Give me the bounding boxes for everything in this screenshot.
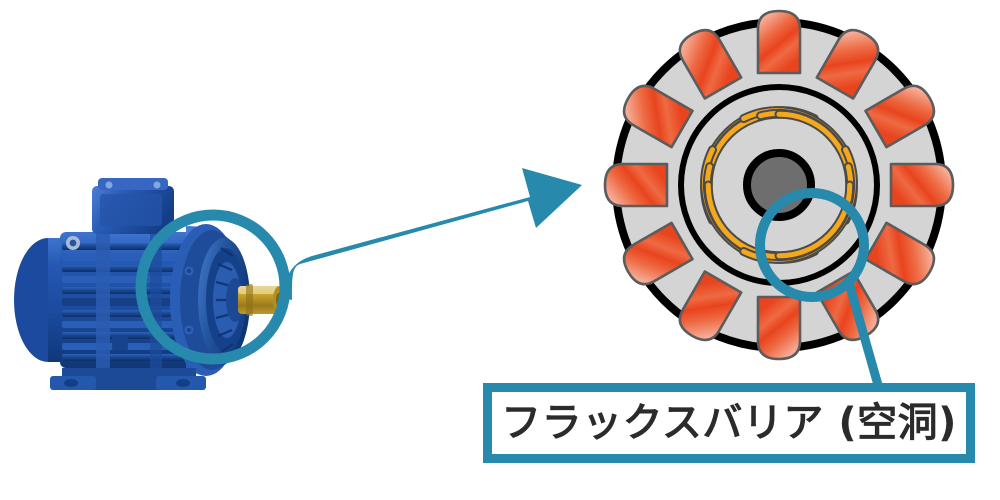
zoom-arrow [284,168,582,300]
stator-slot [864,84,936,149]
flux-barrier-callout-box: フラックスバリア (空洞) [483,383,975,463]
flux-barrier-group [739,145,858,264]
stator-slot [815,28,880,100]
motor-eye-bolt [66,236,80,250]
stator-slot [889,162,955,208]
motor-photo [14,178,285,390]
rotor-cross-section [603,9,955,361]
stator-slot [864,221,936,286]
motor-fan-cover [198,238,250,362]
motor-vertical-rib [96,232,110,368]
stator-slot [756,9,802,75]
stator-slot [603,162,669,208]
stator-slot [622,221,694,286]
magnifier-leader-line [844,281,883,387]
flux-barriers [700,106,858,264]
stator-slot [678,28,743,100]
magnifier-callout [755,188,883,387]
flux-barrier-label: フラックスバリア (空洞) [501,400,957,446]
motor-terminal-box [92,178,174,234]
callout-inner-frame: フラックスバリア (空洞) [492,392,966,454]
motor-bolts [112,266,194,350]
stator-slot [756,295,802,361]
magnifier-circle [755,188,869,302]
motor-mounting-feet [50,368,206,390]
stator-slot [678,270,743,342]
stator-slots [603,9,955,361]
stator-slot [622,84,694,149]
